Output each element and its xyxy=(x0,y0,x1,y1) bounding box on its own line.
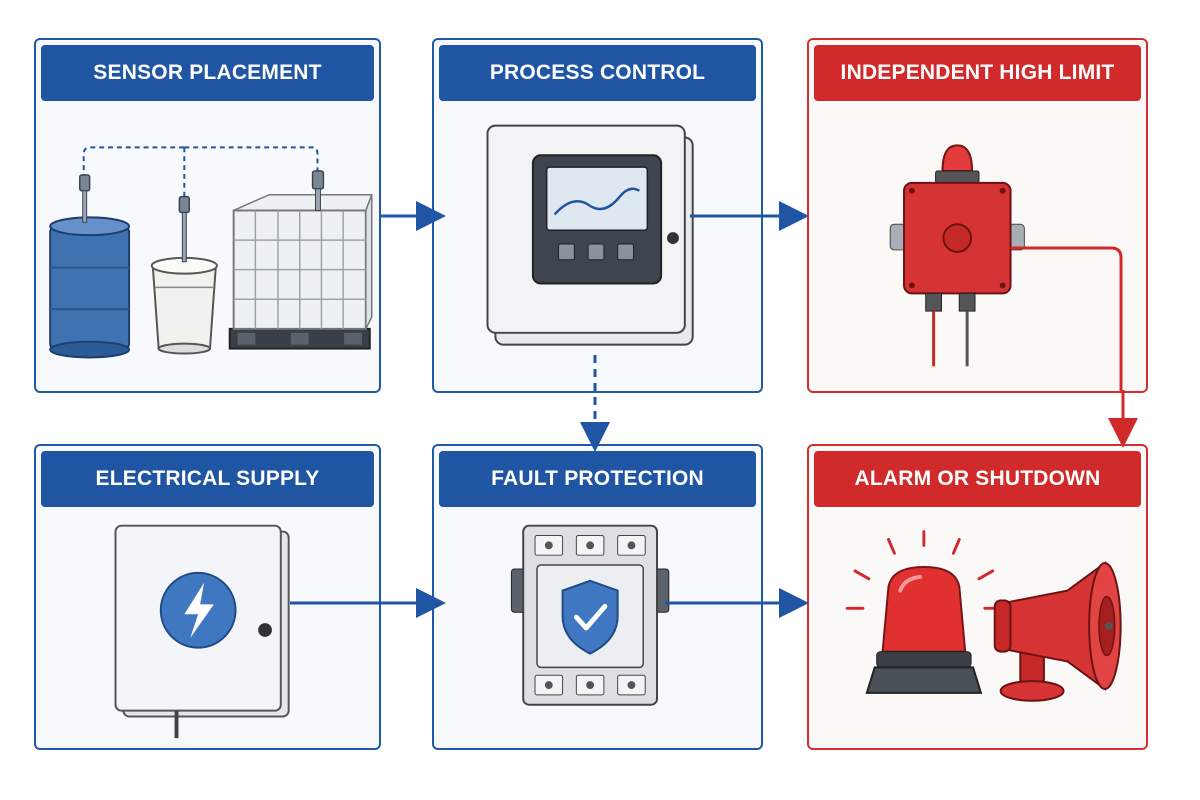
panel-title: SENSOR PLACEMENT xyxy=(41,45,374,101)
panel-title: FAULT PROTECTION xyxy=(439,451,756,507)
level-sensor-icon xyxy=(311,170,325,211)
panel-fault-protection: FAULT PROTECTION xyxy=(432,444,763,750)
panel-sensor-placement: SENSOR PLACEMENT xyxy=(34,38,381,393)
level-sensor-icon xyxy=(178,195,190,263)
trend-display-icon xyxy=(545,166,649,231)
panel-title: ELECTRICAL SUPPLY xyxy=(41,451,374,507)
ibc-tote-icon xyxy=(228,193,373,350)
panel-process-control: PROCESS CONTROL xyxy=(432,38,763,393)
shield-check-icon xyxy=(561,579,619,655)
electrical-supply-illustration xyxy=(114,524,290,739)
circuit-breaker-icon xyxy=(510,524,670,706)
control-panel-icon xyxy=(486,124,694,346)
lightning-bolt-icon xyxy=(159,571,237,649)
alarm-or-shutdown-illustration xyxy=(845,530,1122,702)
drum-icon xyxy=(49,216,131,359)
panel-electrical-supply: ELECTRICAL SUPPLY xyxy=(34,444,381,750)
panel-title: ALARM OR SHUTDOWN xyxy=(814,451,1141,507)
independent-high-limit-illustration xyxy=(889,144,1123,391)
panel-alarm-or-shutdown: ALARM OR SHUTDOWN xyxy=(807,444,1148,750)
panel-title: INDEPENDENT HIGH LIMIT xyxy=(814,45,1141,101)
panel-title: PROCESS CONTROL xyxy=(439,45,756,101)
alarm-beacon-icon xyxy=(845,530,1003,694)
process-control-illustration xyxy=(486,124,694,346)
panel-independent-high-limit: INDEPENDENT HIGH LIMIT xyxy=(807,38,1148,393)
beacon-junction-box-icon xyxy=(889,144,1123,391)
electrical-enclosure-icon xyxy=(114,524,290,739)
fault-protection-illustration xyxy=(510,524,670,706)
level-sensor-icon xyxy=(79,174,91,223)
horn-speaker-icon xyxy=(993,561,1122,702)
sensor-placement-illustration xyxy=(49,146,373,359)
bucket-icon xyxy=(150,256,218,355)
